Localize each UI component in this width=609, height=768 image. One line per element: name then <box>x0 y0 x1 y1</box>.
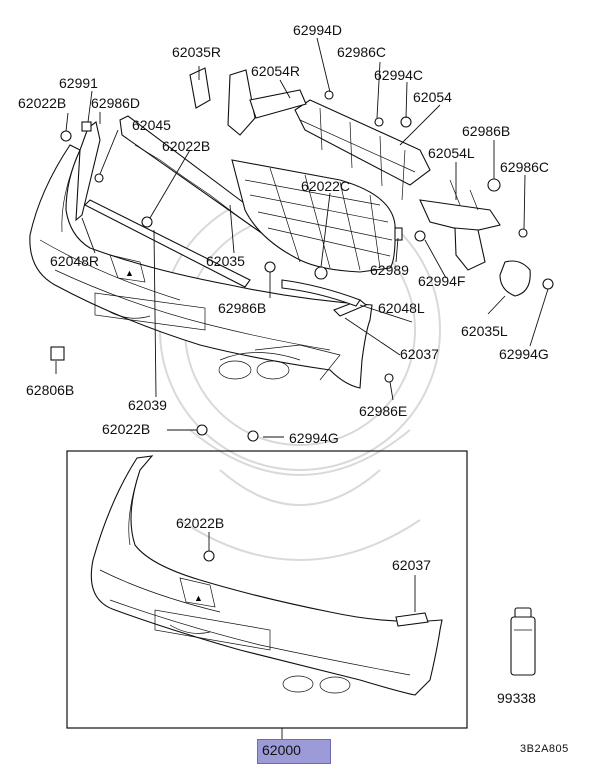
callout-62037-box[interactable]: 62037 <box>392 557 431 573</box>
callout-62000[interactable]: 62000 <box>262 742 301 758</box>
bumper-cover-upper: ▲ <box>29 144 373 389</box>
callout-62048L[interactable]: 62048L <box>378 300 425 316</box>
leader-lines <box>55 37 549 438</box>
callout-62022B-left[interactable]: 62022B <box>18 95 67 111</box>
mesh-grille <box>231 159 396 273</box>
callout-62986B-top[interactable]: 62986B <box>462 123 511 139</box>
reinforcement-bar <box>189 67 431 201</box>
callout-62054[interactable]: 62054 <box>413 89 452 105</box>
diagram-id: 3B2A805 <box>520 743 569 755</box>
callout-99338[interactable]: 99338 <box>497 690 536 706</box>
callout-62986E[interactable]: 62986E <box>359 403 408 419</box>
callout-62986B-mid[interactable]: 62986B <box>218 300 267 316</box>
callout-62994G-bottom[interactable]: 62994G <box>289 430 339 446</box>
callout-62986D[interactable]: 62986D <box>91 95 141 111</box>
callout-62054L[interactable]: 62054L <box>428 145 475 161</box>
callout-62035[interactable]: 62035 <box>206 253 245 269</box>
callout-62037-top[interactable]: 62037 <box>400 346 439 362</box>
fasteners-upper <box>50 90 554 442</box>
callout-62022B-box[interactable]: 62022B <box>176 515 225 531</box>
side-brackets-right <box>419 179 531 297</box>
svg-text:▲: ▲ <box>125 268 134 278</box>
callout-62994C[interactable]: 62994C <box>374 67 424 83</box>
callout-62994G-right[interactable]: 62994G <box>499 346 549 362</box>
callout-62022C[interactable]: 62022C <box>301 178 351 194</box>
assembly-number-highlight <box>257 739 331 764</box>
bracket-62037-upper <box>281 279 368 317</box>
callout-62994D[interactable]: 62994D <box>293 22 343 38</box>
callout-62991[interactable]: 62991 <box>59 75 98 91</box>
bumper-cover-assembly: ▲ <box>90 455 443 696</box>
callout-62039[interactable]: 62039 <box>128 397 167 413</box>
callout-62035R[interactable]: 62035R <box>172 44 222 60</box>
callout-62048R[interactable]: 62048R <box>50 253 100 269</box>
callout-62054R[interactable]: 62054R <box>251 63 301 79</box>
callout-62986C-top[interactable]: 62986C <box>337 44 387 60</box>
callout-62989[interactable]: 62989 <box>370 262 409 278</box>
callout-62806B[interactable]: 62806B <box>26 382 75 398</box>
callout-62022B-bottom[interactable]: 62022B <box>102 421 151 437</box>
callout-62035L[interactable]: 62035L <box>461 323 508 339</box>
callout-62045[interactable]: 62045 <box>132 117 171 133</box>
callout-62986C-right[interactable]: 62986C <box>500 159 550 175</box>
assembly-box <box>66 450 468 729</box>
callout-62022B-mid[interactable]: 62022B <box>162 138 211 154</box>
bottle-99338 <box>510 607 536 676</box>
callout-62994F[interactable]: 62994F <box>418 273 466 289</box>
svg-text:▲: ▲ <box>194 593 203 603</box>
